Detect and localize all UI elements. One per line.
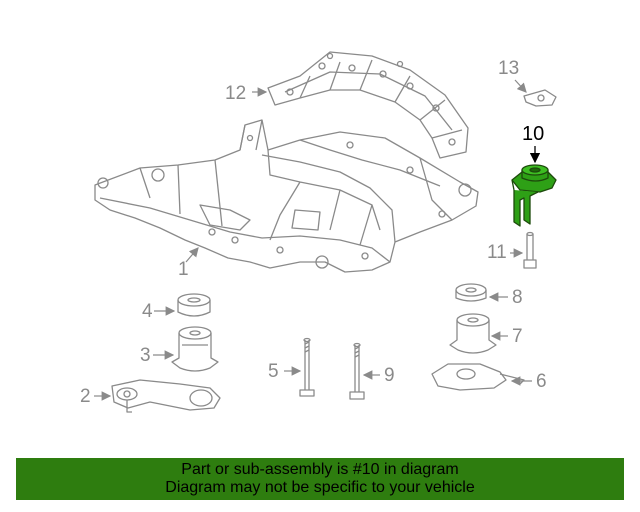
callout-7: 7 bbox=[512, 326, 523, 347]
leader-13 bbox=[514, 79, 527, 93]
callout-4: 4 bbox=[142, 301, 153, 322]
part-12-bracket bbox=[267, 51, 469, 159]
part-5-bolt bbox=[299, 337, 315, 397]
part-13-clip bbox=[523, 89, 557, 107]
callout-9: 9 bbox=[384, 365, 395, 386]
callout-10: 10 bbox=[522, 123, 545, 145]
leader-1 bbox=[185, 247, 199, 263]
part-11-bolt bbox=[523, 231, 537, 269]
part-3-mount bbox=[171, 326, 219, 372]
banner-line-2: Diagram may not be specific to your vehi… bbox=[165, 479, 475, 496]
callout-6: 6 bbox=[536, 371, 547, 392]
callout-5: 5 bbox=[268, 361, 279, 382]
part-9-bolt bbox=[349, 342, 365, 400]
part-2-rod bbox=[111, 379, 221, 413]
callout-8: 8 bbox=[512, 287, 523, 308]
callout-3: 3 bbox=[140, 345, 151, 366]
part-4-cushion bbox=[177, 293, 211, 317]
callout-12: 12 bbox=[225, 83, 247, 104]
callout-11: 11 bbox=[487, 242, 507, 263]
banner-line-1: Part or sub-assembly is #10 in diagram bbox=[181, 461, 459, 478]
diagram-notice-banner: Part or sub-assembly is #10 in diagram D… bbox=[16, 458, 624, 500]
part-7-mount bbox=[449, 313, 497, 354]
callout-2: 2 bbox=[80, 386, 91, 407]
callout-1: 1 bbox=[178, 259, 189, 280]
part-6-plate bbox=[431, 363, 525, 391]
part-1-subframe bbox=[94, 119, 479, 273]
parts-diagram: 12 13 10 11 1 4 3 2 5 9 8 7 6 bbox=[80, 51, 557, 413]
diagram-drawing bbox=[94, 51, 557, 413]
part-8-cushion bbox=[455, 283, 487, 302]
part-10-mount-highlighted bbox=[511, 164, 557, 227]
callout-13: 13 bbox=[498, 58, 520, 79]
